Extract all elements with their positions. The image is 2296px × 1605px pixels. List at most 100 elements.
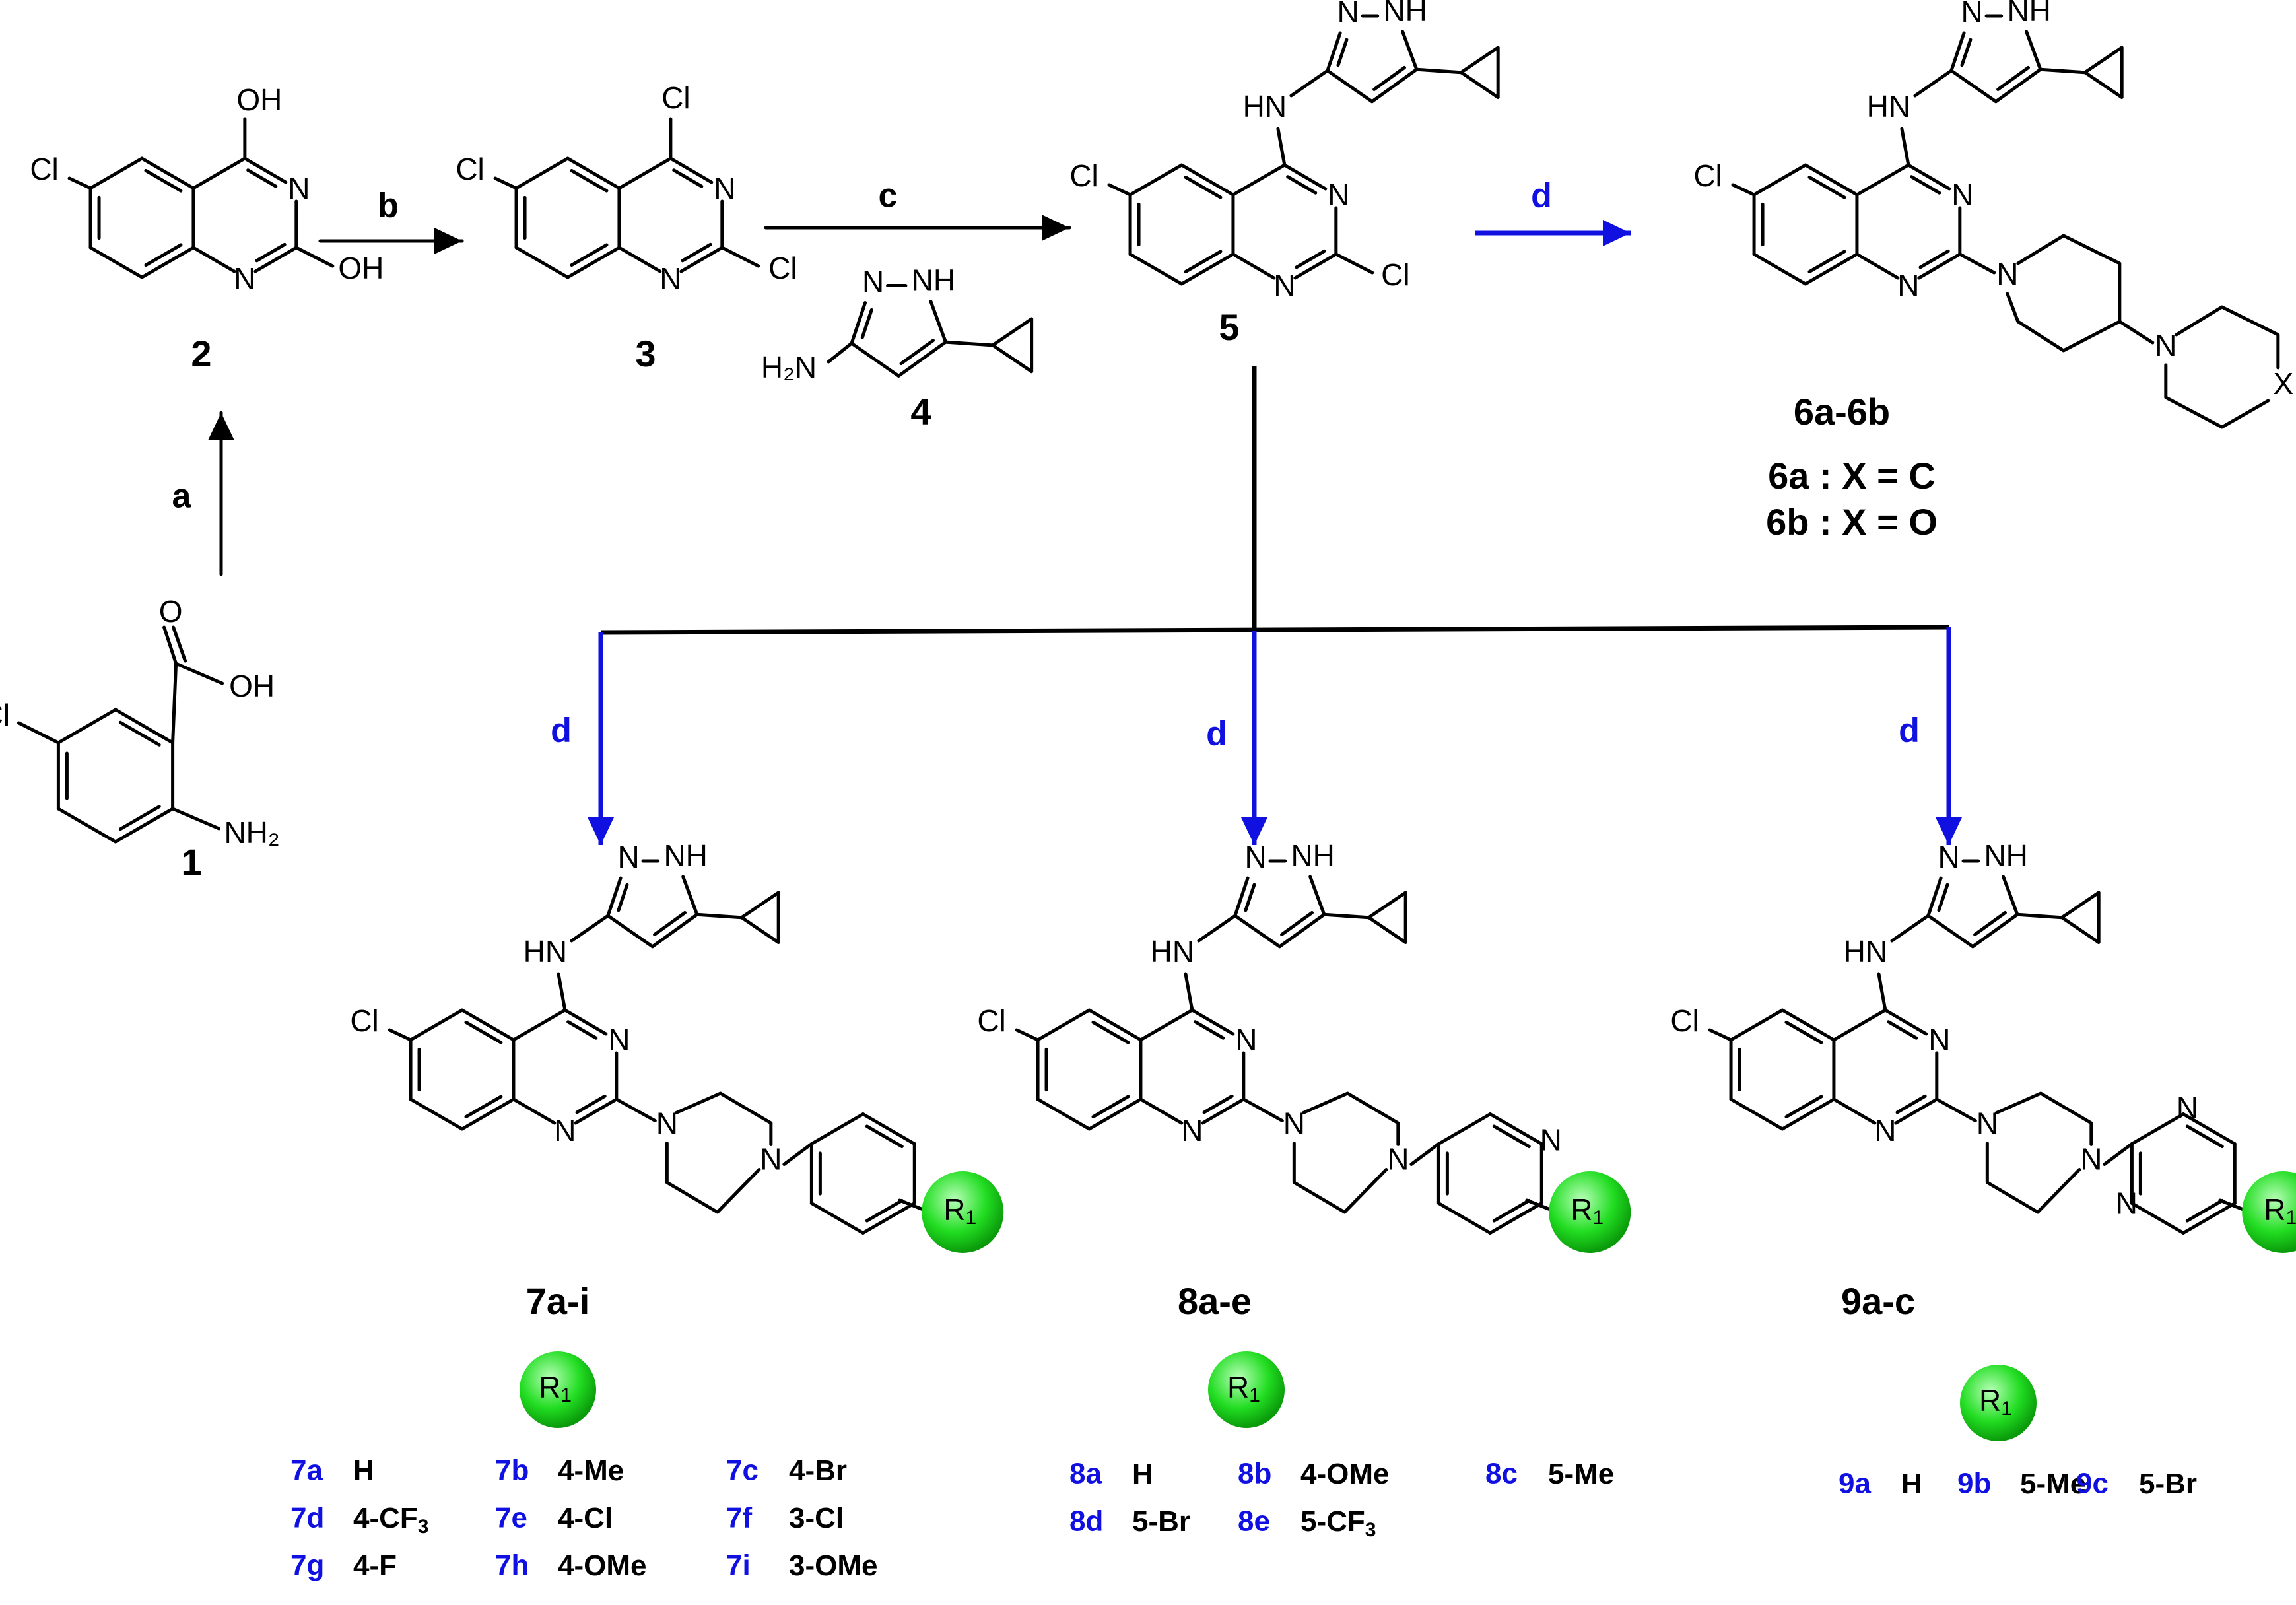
table-7-substituent: 4-F bbox=[353, 1550, 397, 1582]
atom-x: X bbox=[2273, 366, 2293, 401]
table-7-substituent-text: 3-OMe bbox=[789, 1550, 877, 1582]
table-8-substituent: 5-Br bbox=[1132, 1505, 1190, 1538]
nh-pyrazole-bond bbox=[1913, 69, 1953, 98]
table-7-id: 7g bbox=[290, 1550, 324, 1582]
pyrazole-double-bond bbox=[1960, 38, 1973, 67]
atom-n3: N bbox=[714, 171, 735, 205]
chlorine-atom: Cl bbox=[1670, 1004, 1699, 1038]
pyrimidine-bond bbox=[1883, 1008, 1928, 1036]
benzene-bond bbox=[514, 156, 570, 190]
table-9-id: 9c bbox=[2076, 1468, 2109, 1500]
step-c-label: c bbox=[879, 177, 898, 215]
pyrazole-bond bbox=[1926, 914, 1975, 949]
aryl-ring-bond bbox=[2130, 1112, 2185, 1145]
table-9-id: 9a bbox=[1839, 1468, 1871, 1500]
arrow-d-7-head bbox=[588, 817, 614, 845]
compound-9-label: 9a-c bbox=[1841, 1280, 1915, 1322]
benzene-bond bbox=[1729, 1097, 1784, 1131]
atom-n3: N bbox=[1235, 1023, 1257, 1057]
table-8-substituent: H bbox=[1132, 1458, 1153, 1490]
aryl-ring-bond bbox=[2130, 1202, 2185, 1235]
atom-hn: HN bbox=[1844, 934, 1887, 969]
benzene-bond bbox=[114, 708, 175, 745]
aryl-ring-bond bbox=[1488, 1112, 1543, 1145]
atom-pyrazole-nh: NH bbox=[1984, 838, 2027, 873]
piperazine-ring bbox=[674, 1091, 773, 1146]
r1-subscript: 1 bbox=[966, 1207, 977, 1229]
compound-6b-definition: 6b : X = O bbox=[1766, 501, 1938, 543]
cyclopropyl-bond bbox=[2039, 67, 2087, 75]
r1-subscript: 1 bbox=[2001, 1398, 2012, 1419]
atom-pyrazole-nh: NH bbox=[1383, 0, 1427, 28]
cyclopropyl-ring bbox=[1459, 46, 1500, 99]
benzene-double-bond bbox=[144, 168, 183, 193]
pyrimidine-bond bbox=[243, 156, 288, 184]
carbonyl-bond bbox=[172, 625, 187, 663]
cyclopropyl-ring bbox=[991, 317, 1034, 374]
aryl-double-bond bbox=[1492, 1198, 1531, 1223]
cl-bond bbox=[1708, 1028, 1733, 1042]
pyrazole-bond bbox=[1233, 914, 1281, 949]
benzene-double-bond bbox=[570, 243, 609, 267]
pyrazole-bond bbox=[1233, 876, 1250, 918]
piperazine-ring bbox=[1292, 1142, 1388, 1214]
pyrazole-double-bond bbox=[617, 883, 629, 912]
piperazine-ring bbox=[1301, 1091, 1400, 1146]
table-7-substituent: 4-OMe bbox=[558, 1550, 646, 1582]
compound-2-label: 2 bbox=[191, 333, 211, 374]
pyrazole-double-bond bbox=[1937, 883, 1949, 912]
pyrimidine-bond bbox=[1231, 163, 1287, 197]
benzene-double-bond bbox=[1807, 175, 1846, 199]
pyrimidine-double-bond bbox=[1295, 249, 1326, 269]
table-8-id: 8e bbox=[1238, 1505, 1270, 1538]
r1-substituent-ball bbox=[1549, 1171, 1631, 1253]
piperidine-link-bond bbox=[1958, 252, 1996, 275]
atom-hn: HN bbox=[523, 934, 567, 969]
pyrimidine-double-bond bbox=[566, 1020, 598, 1040]
cl-bond bbox=[493, 176, 518, 190]
benzene-double-bond bbox=[1784, 1095, 1823, 1119]
reaction-arrows bbox=[208, 215, 1962, 845]
atom-n1: N bbox=[1874, 1113, 1896, 1147]
cyclopropyl-ring bbox=[739, 891, 780, 944]
cl-bond bbox=[17, 721, 60, 745]
benzene-bond bbox=[1128, 252, 1184, 286]
aryl-ring-bond bbox=[1436, 1202, 1492, 1235]
table-8-substituent: 5-Me bbox=[1548, 1458, 1614, 1490]
pyrazole-double-bond bbox=[1336, 38, 1349, 67]
atom-pyrazole-nh: NH bbox=[1291, 838, 1334, 873]
pyrazole-double-bond bbox=[1996, 65, 2030, 91]
step-d-label: d bbox=[1206, 715, 1227, 753]
pyrazole-bond bbox=[1971, 912, 2019, 949]
benzene-bond bbox=[140, 246, 195, 279]
benzene-double-bond bbox=[1184, 175, 1223, 199]
pyrimidine-double-bond bbox=[1194, 1020, 1225, 1040]
branch-bar bbox=[600, 625, 1949, 635]
aryl-link-bond bbox=[2103, 1142, 2134, 1166]
nh-pyrazole-bond bbox=[1890, 914, 1930, 943]
pyrazole-bond bbox=[1949, 69, 1998, 104]
benzene-bond bbox=[1752, 163, 1807, 197]
table-7-id: 7a bbox=[290, 1454, 323, 1487]
pyrimidine-bond bbox=[1139, 1097, 1184, 1125]
table-7-substituent: 4-Br bbox=[789, 1454, 847, 1487]
morpholine-ring bbox=[2164, 363, 2270, 429]
atom-n1: N bbox=[1897, 268, 1919, 302]
cyclopropyl-bond bbox=[1322, 912, 1370, 920]
table-7-id: 7i bbox=[726, 1550, 751, 1582]
pyrazole-bond bbox=[850, 341, 900, 378]
table-8-substituent: 5-CF3 bbox=[1300, 1505, 1376, 1541]
pyrazole-double-bond bbox=[653, 910, 687, 936]
pyrazole-double-bond bbox=[1280, 910, 1314, 936]
pyrazole-bond bbox=[606, 914, 654, 949]
atom-o: O bbox=[159, 594, 183, 629]
table-7-substituent: 4-CF3 bbox=[353, 1502, 428, 1538]
table-8-substituent-text: 4-OMe bbox=[1300, 1458, 1389, 1490]
aryl-double-bond bbox=[865, 1124, 904, 1149]
table-7-substituent-text: H bbox=[353, 1454, 374, 1487]
pyrazole-bond bbox=[2025, 30, 2043, 71]
pyrazole-bond bbox=[1926, 876, 1943, 918]
aryl-ring-bond bbox=[1488, 1202, 1543, 1235]
arrow-d-top-head bbox=[1603, 220, 1631, 246]
benzene-bond bbox=[1128, 163, 1184, 197]
